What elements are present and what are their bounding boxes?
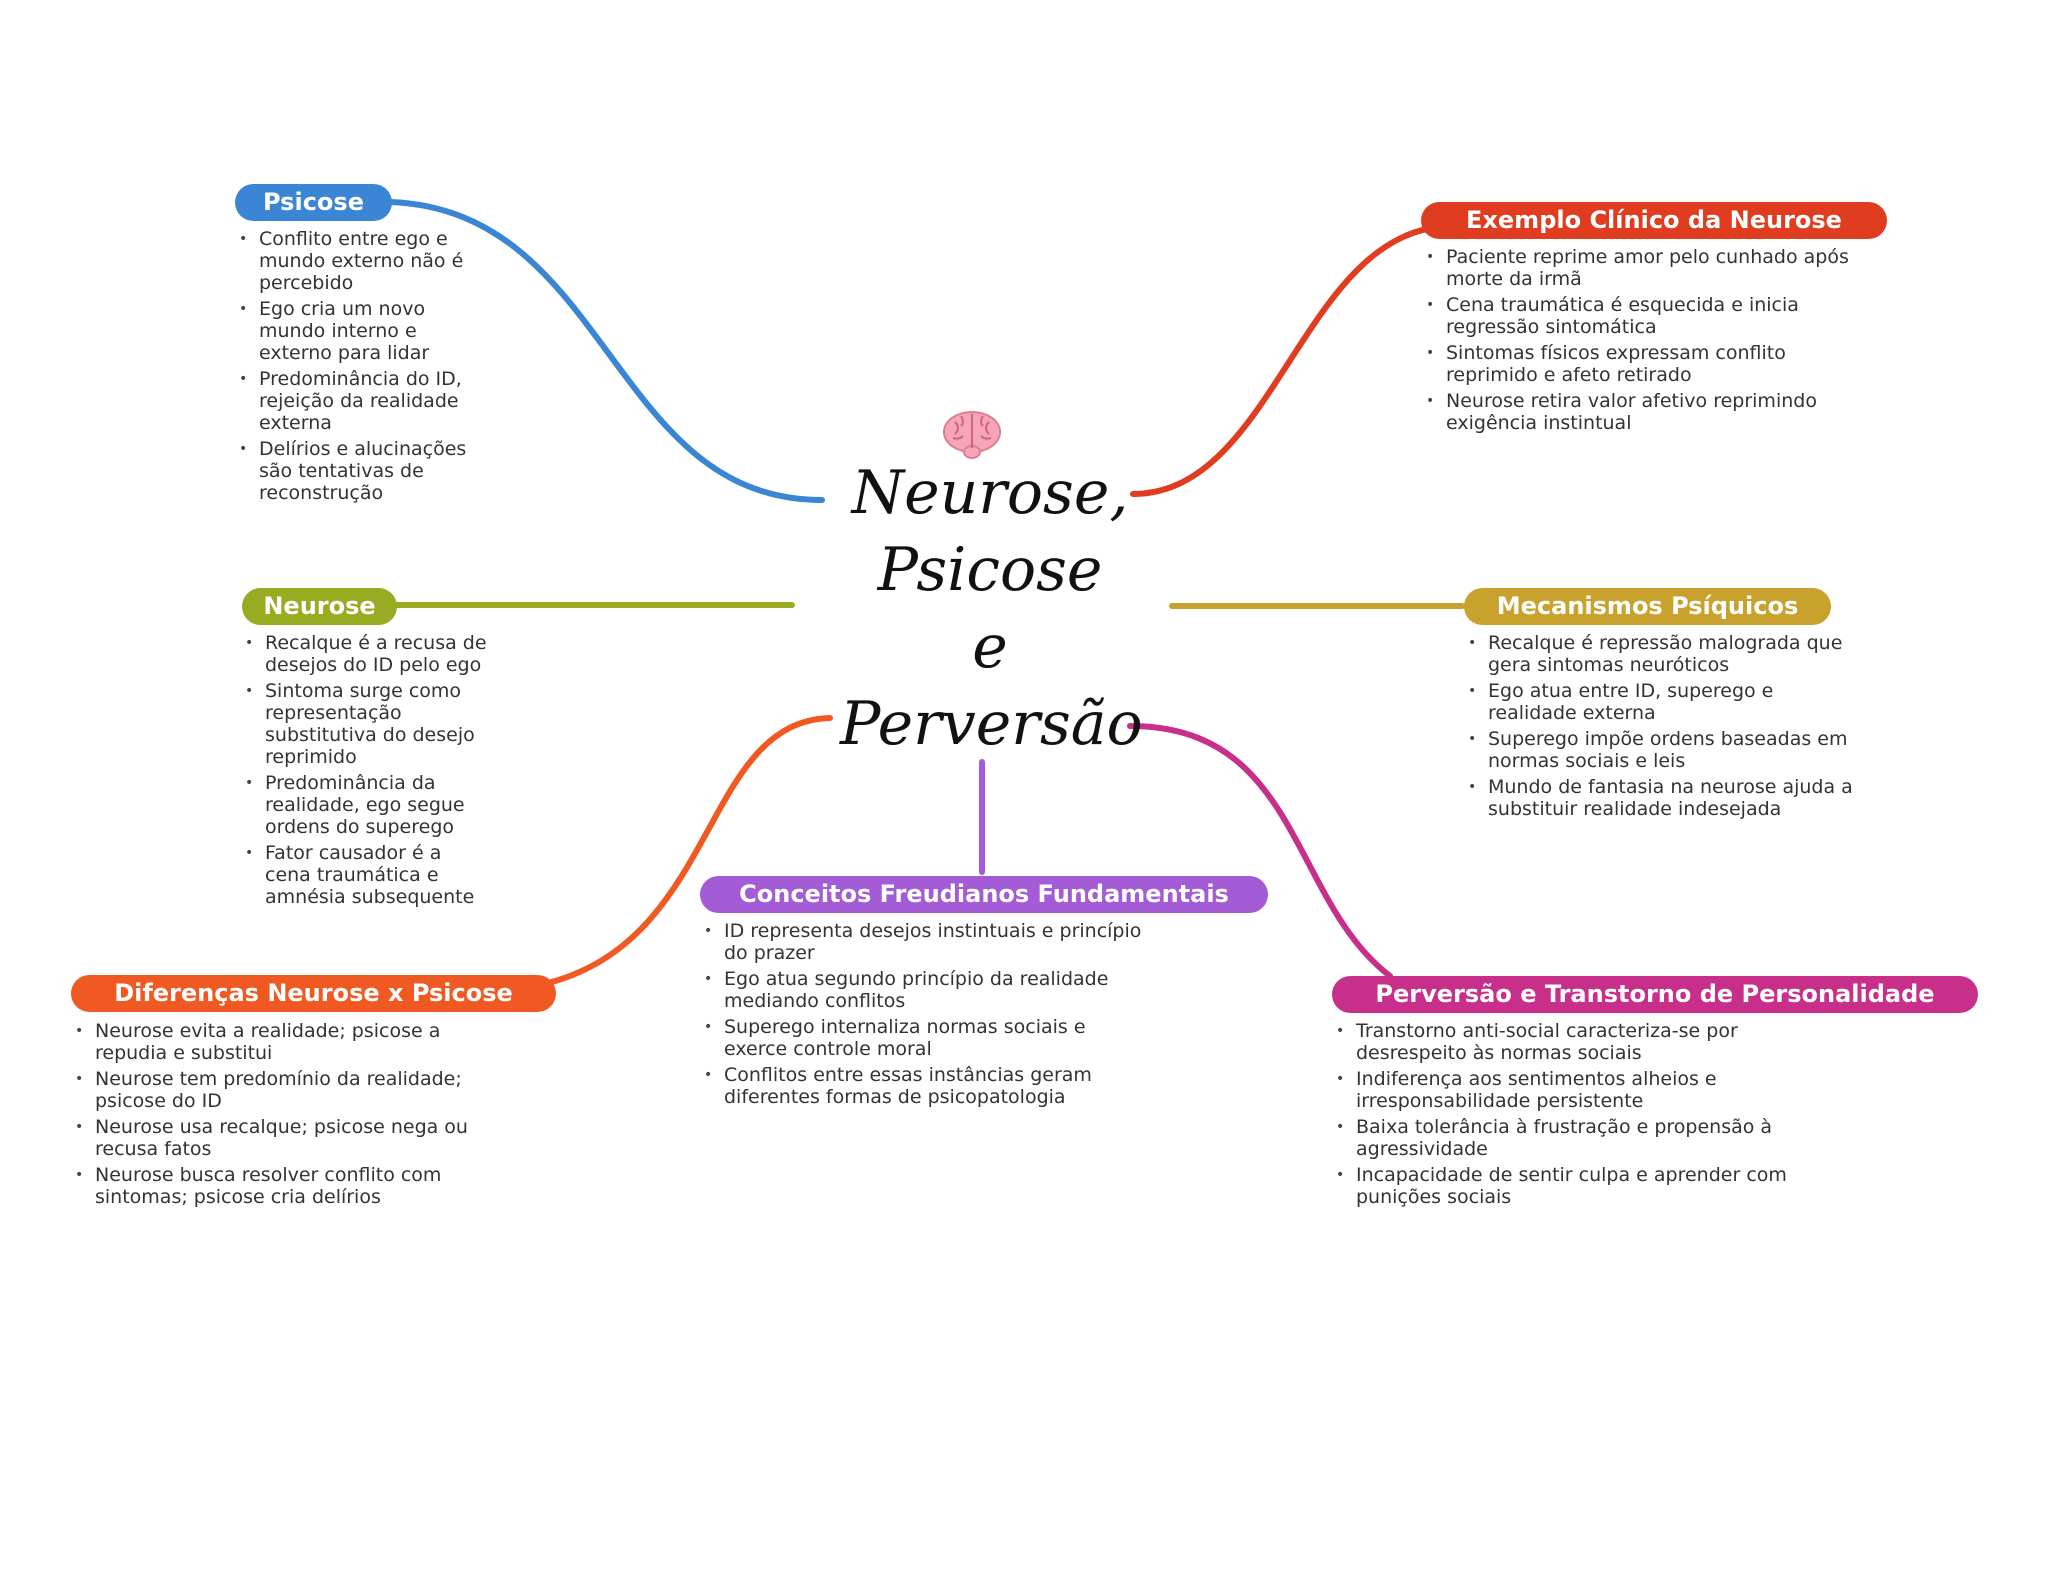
list-item: Neurose evita a realidade; psicose a rep…: [73, 1020, 518, 1064]
list-item: Delírios e alucinações são tentativas de…: [237, 438, 467, 504]
list-item: Conflitos entre essas instâncias geram d…: [702, 1064, 1147, 1108]
branch-neurose-list: Recalque é a recusa de desejos do ID pel…: [243, 632, 488, 912]
title-line-4: Perversão: [840, 689, 1143, 759]
central-topic: Neurose, Psicose e Perversão: [840, 455, 1143, 763]
list-item: Paciente reprime amor pelo cunhado após …: [1424, 246, 1864, 290]
branch-perversao-list: Transtorno anti-social caracteriza-se po…: [1334, 1020, 1814, 1212]
list-item: Sintoma surge como representação substit…: [243, 680, 488, 768]
list-item: Cena traumática é esquecida e inicia reg…: [1424, 294, 1864, 338]
list-item: Sintomas físicos expressam conflito repr…: [1424, 342, 1864, 386]
list-item: Superego impõe ordens baseadas em normas…: [1466, 728, 1866, 772]
branch-perversao-label[interactable]: Perversão e Transtorno de Personalidade: [1332, 976, 1978, 1013]
list-item: Superego internaliza normas sociais e ex…: [702, 1016, 1147, 1060]
connector-perversao: [1127, 723, 1393, 979]
list-item: Incapacidade de sentir culpa e aprender …: [1334, 1164, 1814, 1208]
connector-exemplo: [1130, 225, 1435, 497]
list-item: Neurose retira valor afetivo reprimindo …: [1424, 390, 1864, 434]
list-item: Predominância do ID, rejeição da realida…: [237, 368, 467, 434]
list-item: Ego atua entre ID, superego e realidade …: [1466, 680, 1866, 724]
list-item: Baixa tolerância à frustração e propensã…: [1334, 1116, 1814, 1160]
branch-diferencas-list: Neurose evita a realidade; psicose a rep…: [73, 1020, 518, 1212]
branch-mecanismos-label[interactable]: Mecanismos Psíquicos: [1464, 588, 1831, 625]
list-item: Indiferença aos sentimentos alheios e ir…: [1334, 1068, 1814, 1112]
list-item: Fator causador é a cena traumática e amn…: [243, 842, 488, 908]
list-item: Recalque é repressão malograda que gera …: [1466, 632, 1866, 676]
list-item: Mundo de fantasia na neurose ajuda a sub…: [1466, 776, 1866, 820]
list-item: Recalque é a recusa de desejos do ID pel…: [243, 632, 488, 676]
connector-psicose: [387, 199, 825, 503]
brain-icon: [943, 411, 1001, 459]
branch-exemplo-label[interactable]: Exemplo Clínico da Neurose: [1421, 202, 1887, 239]
title-line-1: Neurose,: [851, 458, 1129, 528]
branch-psicose-label[interactable]: Psicose: [235, 184, 392, 221]
list-item: Transtorno anti-social caracteriza-se po…: [1334, 1020, 1814, 1064]
connector-diferencas: [537, 715, 833, 988]
list-item: Conflito entre ego e mundo externo não é…: [237, 228, 467, 294]
branch-exemplo-list: Paciente reprime amor pelo cunhado após …: [1424, 246, 1864, 438]
list-item: Neurose busca resolver conflito com sint…: [73, 1164, 518, 1208]
branch-psicose-list: Conflito entre ego e mundo externo não é…: [237, 228, 467, 508]
list-item: Ego cria um novo mundo interno e externo…: [237, 298, 467, 364]
branch-conceitos-list: ID representa desejos instintuais e prin…: [702, 920, 1147, 1112]
list-item: Neurose usa recalque; psicose nega ou re…: [73, 1116, 518, 1160]
branch-neurose-label[interactable]: Neurose: [242, 588, 397, 625]
branch-mecanismos-list: Recalque é repressão malograda que gera …: [1466, 632, 1866, 824]
list-item: Predominância da realidade, ego segue or…: [243, 772, 488, 838]
branch-conceitos-label[interactable]: Conceitos Freudianos Fundamentais: [700, 876, 1268, 913]
title-line-2: Psicose: [877, 535, 1103, 605]
title-line-3: e: [972, 612, 1008, 682]
list-item: ID representa desejos instintuais e prin…: [702, 920, 1147, 964]
branch-diferencas-label[interactable]: Diferenças Neurose x Psicose: [71, 975, 556, 1012]
list-item: Neurose tem predomínio da realidade; psi…: [73, 1068, 518, 1112]
list-item: Ego atua segundo princípio da realidade …: [702, 968, 1147, 1012]
